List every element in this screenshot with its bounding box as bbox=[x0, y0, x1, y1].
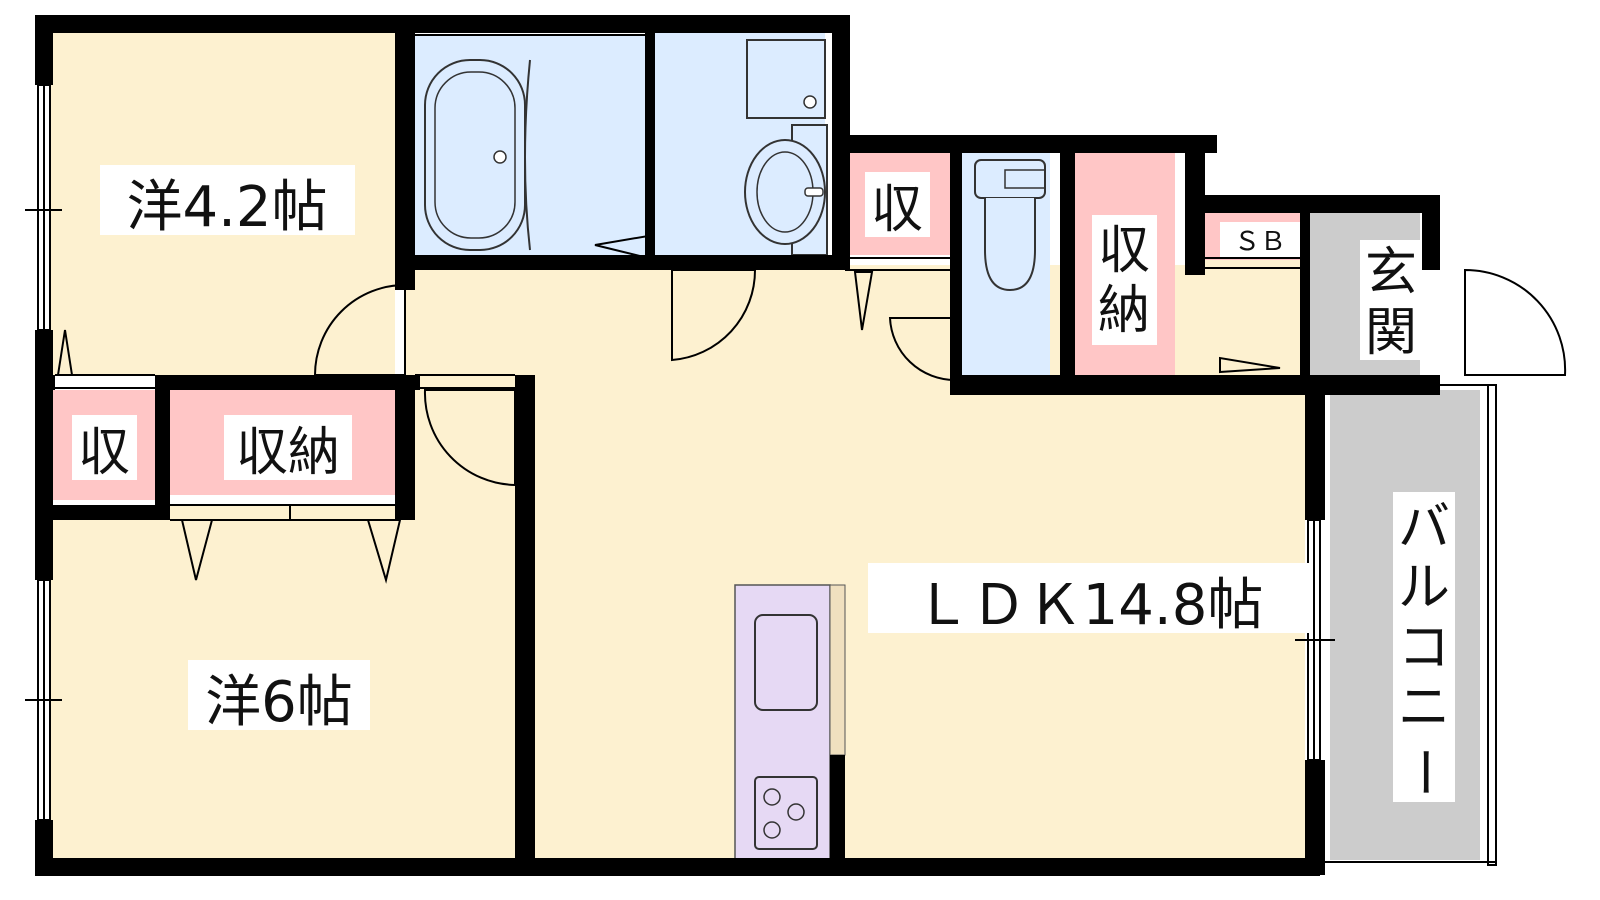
entrance-floor bbox=[1205, 260, 1305, 375]
walls bbox=[35, 15, 1440, 876]
sink-icon bbox=[754, 614, 818, 711]
storage-label-right-1: 収 bbox=[1098, 221, 1150, 281]
washing-machine-icon bbox=[746, 39, 826, 119]
window-balcony bbox=[1295, 519, 1335, 761]
shoe-box-label: ＳＢ bbox=[1234, 227, 1286, 257]
door-washroom bbox=[671, 269, 757, 362]
bathtub-icon bbox=[424, 59, 531, 251]
balcony-label-4: ニ bbox=[1398, 678, 1450, 738]
balcony-label-5: ー bbox=[1393, 746, 1453, 798]
room-label-western-6: 洋6帖 bbox=[205, 670, 353, 735]
balcony-railing bbox=[1487, 384, 1497, 866]
storage-label-small-center: 収 bbox=[871, 180, 923, 240]
toilet-icon bbox=[974, 159, 1046, 292]
balcony-label-3: コ bbox=[1398, 618, 1450, 678]
entrance-label-2: 関 bbox=[1365, 303, 1417, 363]
door-entrance bbox=[1464, 268, 1567, 376]
stove-icon bbox=[754, 776, 818, 850]
storage-label-right-2: 納 bbox=[1098, 281, 1150, 341]
room-label-western-4-2: 洋4.2帖 bbox=[126, 175, 327, 240]
entrance-label-1: 玄 bbox=[1365, 243, 1417, 303]
hallway bbox=[845, 265, 950, 375]
label-backgrounds bbox=[72, 165, 1455, 802]
washbasin-icon bbox=[744, 124, 828, 256]
storage-label-left: 収納 bbox=[236, 423, 340, 483]
counter-backsplash bbox=[829, 584, 846, 756]
room-label-ldk: ＬＤＫ14.8帖 bbox=[915, 573, 1264, 638]
door-markers bbox=[56, 234, 1281, 584]
balcony-label-2: ル bbox=[1398, 558, 1450, 618]
storage-label-small-left: 収 bbox=[78, 423, 130, 483]
balcony-label-1: バ bbox=[1398, 498, 1450, 558]
door-bedroom-lower bbox=[423, 389, 516, 487]
